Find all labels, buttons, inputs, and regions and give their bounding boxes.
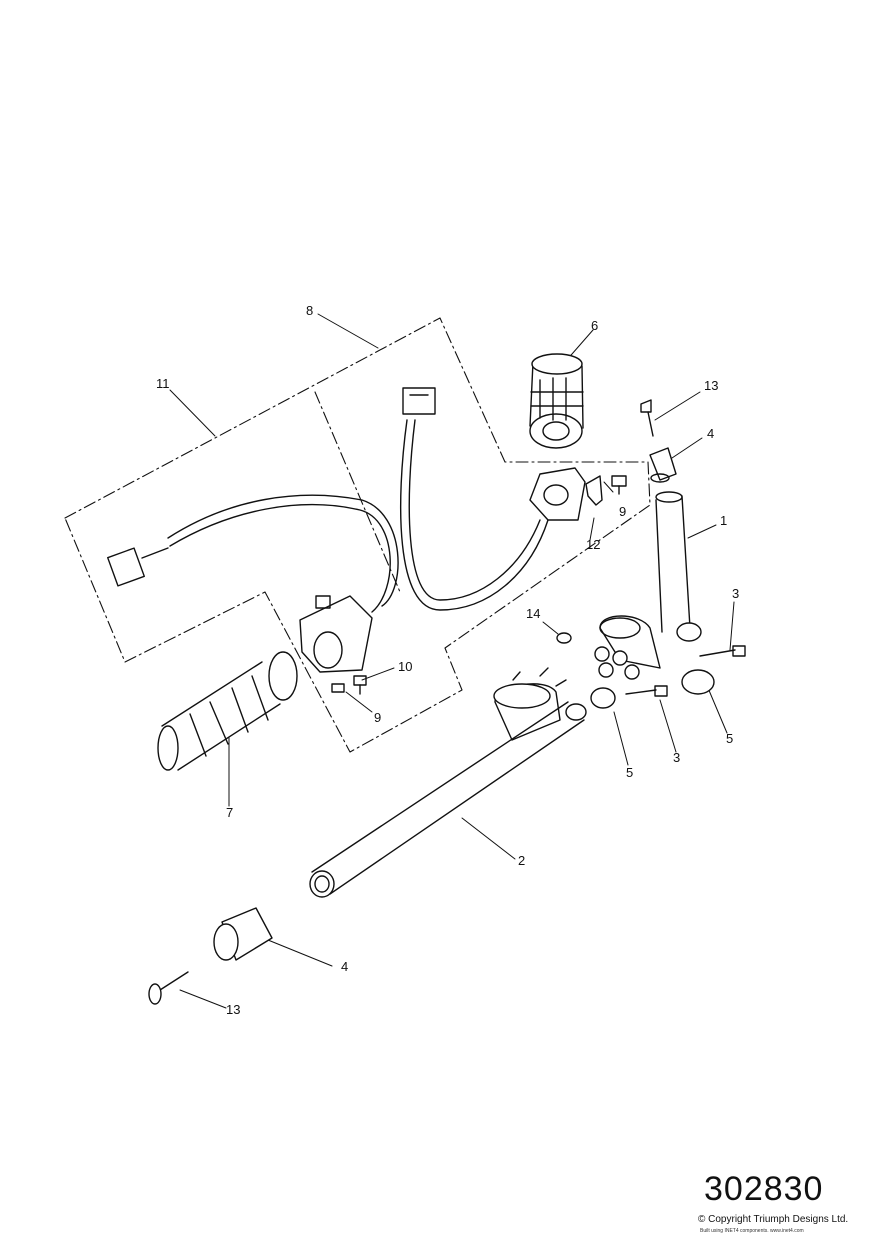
left-switch-housing [107,494,399,673]
callout-11: 11 [156,376,170,391]
callout-5-right: 5 [726,731,733,746]
right-switch-housing [400,387,586,611]
right-grip [529,353,584,449]
copyright-notice: © Copyright Triumph Designs Ltd. [698,1214,849,1225]
callout-7: 7 [226,805,233,820]
small-print: Built using INET4 components. www.inet4.… [700,1228,804,1234]
bar-end-bottom [148,907,273,1005]
left-screws [331,675,367,695]
callout-4-top: 4 [707,426,714,441]
switch-assembly-outline [64,317,651,753]
callout-3-mid: 3 [673,750,680,765]
callout-9-right: 9 [619,504,626,519]
callout-5-mid: 5 [626,765,633,780]
left-grip [157,651,298,771]
callout-labels: 8 11 6 13 4 1 9 12 3 14 10 9 5 3 5 7 2 4… [156,303,739,1017]
callout-2: 2 [518,853,525,868]
clip-on-bar-right [594,491,702,680]
callout-3-right: 3 [732,586,739,601]
callout-13-bottom: 13 [226,1002,240,1017]
clip-on-bar-left [309,667,587,898]
callout-4-bottom: 4 [341,959,348,974]
callout-14: 14 [526,606,540,621]
callout-10: 10 [398,659,412,674]
callout-8: 8 [306,303,313,318]
callout-13-top: 13 [704,378,718,393]
callout-6: 6 [591,318,598,333]
callout-12: 12 [586,537,600,552]
clamp-bolts [556,632,746,709]
bar-end-top [640,399,677,483]
diagram-reference-number: 302830 [704,1170,824,1208]
callout-1: 1 [720,513,727,528]
right-clip [585,475,627,506]
leader-lines [169,313,735,1009]
callout-9-left: 9 [374,710,381,725]
